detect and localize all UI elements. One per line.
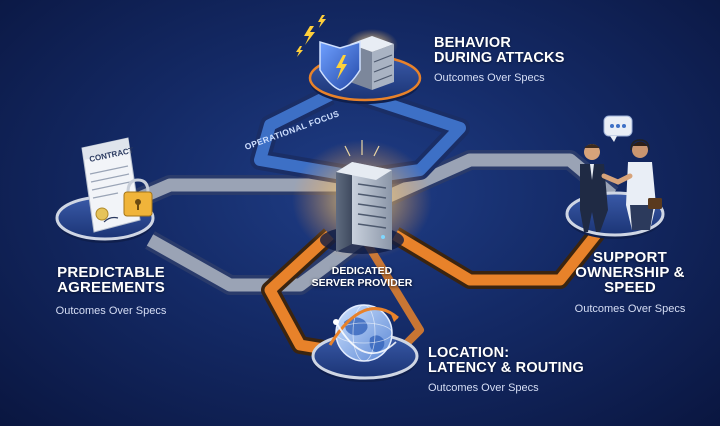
server-tower-icon xyxy=(292,140,432,260)
center-label-line1: DEDICATED xyxy=(331,265,393,277)
attacks-title-line2: DURING ATTACKS xyxy=(434,50,565,66)
location-label-group: LOCATION: LATENCY & ROUTING Outcomes Ove… xyxy=(428,346,584,395)
attacks-title-line1: BEHAVIOR xyxy=(434,35,512,51)
handshake-people-icon xyxy=(580,115,662,232)
agreements-title-line1: PREDICTABLE xyxy=(57,264,165,281)
support-title-line2: OWNERSHIP & xyxy=(575,264,685,281)
globe-routing-icon xyxy=(328,304,399,362)
shield-lightning-icon xyxy=(296,15,398,91)
agreements-label-group: PREDICTABLE AGREEMENTS Outcomes Over Spe… xyxy=(36,265,186,318)
support-label-group: SUPPORT OWNERSHIP & SPEED Outcomes Over … xyxy=(566,250,694,316)
support-title-line1: SUPPORT xyxy=(593,249,667,266)
center-label-group: DEDICATED SERVER PROVIDER xyxy=(310,265,414,289)
center-label-line2: SERVER PROVIDER xyxy=(311,277,413,289)
agreements-title-line2: AGREEMENTS xyxy=(57,279,165,296)
support-title-line3: SPEED xyxy=(604,279,656,296)
contract-lock-icon: CONTRACT xyxy=(81,137,153,233)
support-subtitle: Outcomes Over Specs xyxy=(574,303,686,315)
agreements-subtitle: Outcomes Over Specs xyxy=(55,305,167,317)
location-subtitle: Outcomes Over Specs xyxy=(428,382,539,394)
path-orange-right-surface xyxy=(392,228,603,286)
attacks-subtitle: Outcomes Over Specs xyxy=(434,72,545,84)
attacks-label-group: BEHAVIOR DURING ATTACKS Outcomes Over Sp… xyxy=(434,36,565,85)
location-title-line1: LOCATION: xyxy=(428,345,510,361)
location-title-line2: LATENCY & ROUTING xyxy=(428,360,584,376)
